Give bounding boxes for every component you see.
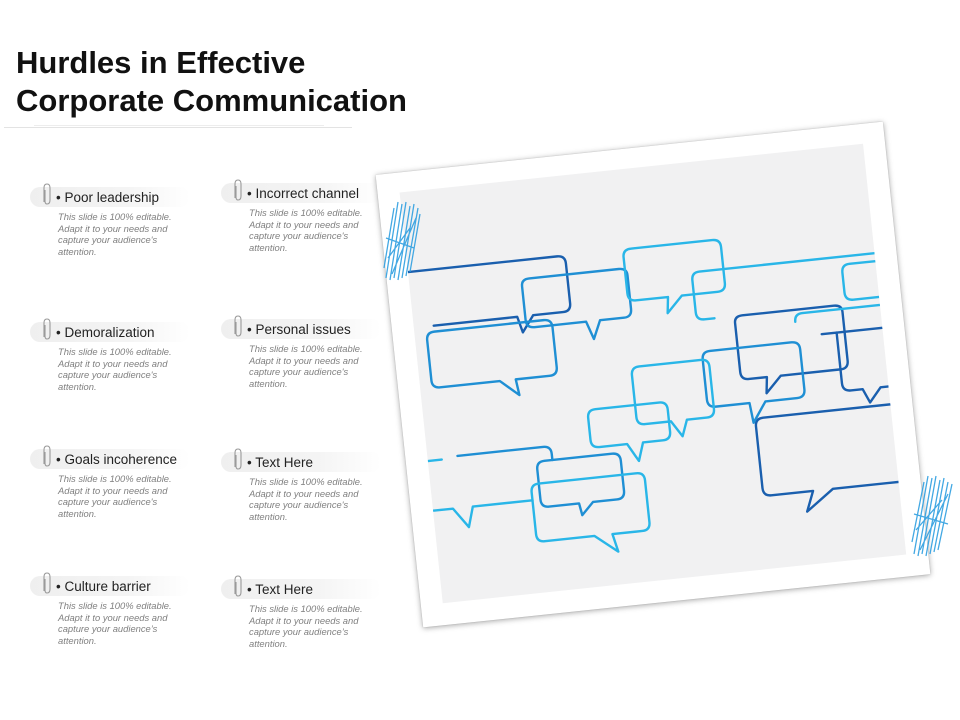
item-title-pill: • Goals incoherence — [30, 445, 190, 469]
item-description: This slide is 100% editable. Adapt it to… — [249, 476, 363, 522]
item-goals-incoherence: • Goals incoherence This slide is 100% e… — [30, 445, 190, 519]
slide-title: Hurdles in Effective Corporate Communica… — [16, 45, 407, 118]
item-incorrect-channel: • Incorrect channel This slide is 100% e… — [221, 179, 381, 253]
paperclip-icon — [43, 318, 51, 340]
item-description: This slide is 100% editable. Adapt it to… — [249, 603, 363, 649]
paperclip-icon — [234, 315, 242, 337]
item-title: • Goals incoherence — [56, 451, 178, 467]
paperclip-icon — [234, 575, 242, 597]
item-title-pill: • Personal issues — [221, 315, 381, 339]
item-title: • Text Here — [247, 454, 314, 470]
item-title-pill: • Text Here — [221, 448, 381, 472]
item-personal-issues: • Personal issues This slide is 100% edi… — [221, 315, 381, 389]
photo-background — [399, 143, 907, 604]
photo-frame — [375, 121, 931, 628]
item-title: • Personal issues — [247, 321, 351, 337]
paperclip-icon — [234, 179, 242, 201]
paperclip-icon — [43, 572, 51, 594]
title-divider-inner — [34, 125, 324, 126]
item-title-pill: • Poor leadership — [30, 183, 190, 207]
paperclip-icon — [43, 445, 51, 467]
item-title: • Text Here — [247, 581, 314, 597]
item-title-pill: • Incorrect channel — [221, 179, 381, 203]
item-title-pill: • Text Here — [221, 575, 381, 599]
item-title: • Demoralization — [56, 324, 155, 340]
speech-bubbles-network-icon — [406, 238, 907, 553]
item-demoralization: • Demoralization This slide is 100% edit… — [30, 318, 190, 392]
item-description: This slide is 100% editable. Adapt it to… — [249, 343, 363, 389]
item-description: This slide is 100% editable. Adapt it to… — [58, 211, 172, 257]
item-title-pill: • Demoralization — [30, 318, 190, 342]
item-title: • Poor leadership — [56, 189, 160, 205]
item-title: • Culture barrier — [56, 578, 151, 594]
item-title-pill: • Culture barrier — [30, 572, 190, 596]
item-title: • Incorrect channel — [247, 185, 360, 201]
item-text-here-1: • Text Here This slide is 100% editable.… — [221, 448, 381, 522]
tape-scribble-bottom-right — [911, 475, 953, 557]
title-divider — [4, 127, 352, 128]
item-culture-barrier: • Culture barrier This slide is 100% edi… — [30, 572, 190, 646]
paperclip-icon — [43, 183, 51, 205]
item-description: This slide is 100% editable. Adapt it to… — [58, 600, 172, 646]
item-description: This slide is 100% editable. Adapt it to… — [58, 346, 172, 392]
tape-scribble-top-left — [383, 201, 421, 281]
item-text-here-2: • Text Here This slide is 100% editable.… — [221, 575, 381, 649]
item-description: This slide is 100% editable. Adapt it to… — [249, 207, 363, 253]
item-poor-leadership: • Poor leadership This slide is 100% edi… — [30, 183, 190, 257]
item-description: This slide is 100% editable. Adapt it to… — [58, 473, 172, 519]
paperclip-icon — [234, 448, 242, 470]
